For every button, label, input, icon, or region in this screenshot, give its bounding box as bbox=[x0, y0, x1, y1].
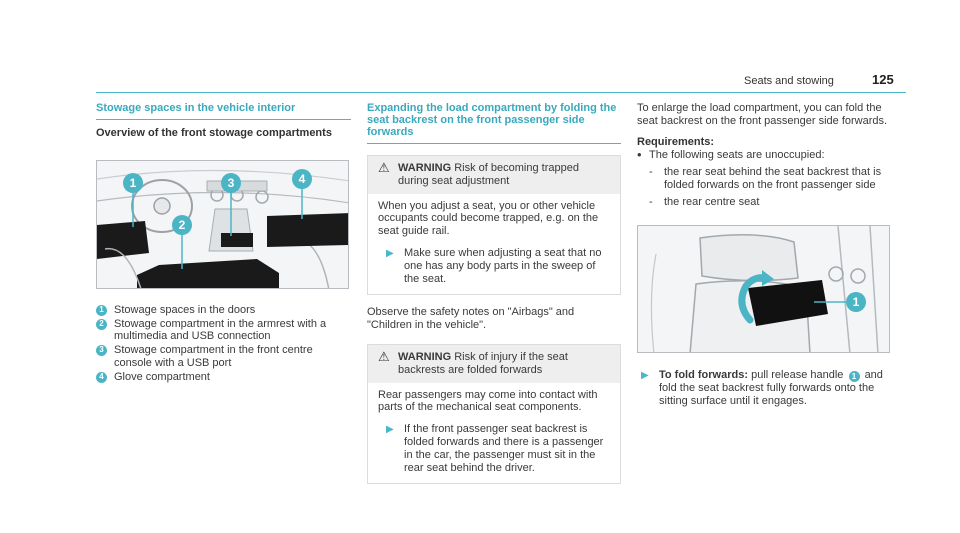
column-stowage: Stowage spaces in the vehicle interior O… bbox=[96, 102, 351, 385]
legend-item: 4 Glove compartment bbox=[96, 371, 351, 384]
running-header-section: Seats and stowing bbox=[744, 75, 834, 87]
action-pre: pull release handle bbox=[751, 368, 844, 381]
callout-1-label: 1 bbox=[130, 176, 137, 190]
sub-requirement-text: the rear centre seat bbox=[664, 195, 760, 208]
inline-callout-number: 1 bbox=[848, 371, 860, 383]
legend-item: 1 Stowage spaces in the doors bbox=[96, 304, 351, 317]
action-text: If the front passenger seat backrest is … bbox=[404, 423, 604, 474]
intro-text: To enlarge the load compartment, you can… bbox=[637, 102, 888, 127]
warning-box-trapped: ⚠ WARNING Risk of becoming trapped durin… bbox=[367, 155, 621, 296]
callout-1-marker bbox=[846, 291, 866, 312]
callout-legend: 1 Stowage spaces in the doors 2 Stowage … bbox=[96, 304, 351, 384]
warning-text: When you adjust a seat, you or other veh… bbox=[378, 199, 599, 238]
callout-3-label: 3 bbox=[228, 176, 235, 190]
page-number: 125 bbox=[872, 72, 894, 87]
warning-action: ▶ If the front passenger seat backrest i… bbox=[386, 423, 610, 474]
section-title: Stowage spaces in the vehicle interior bbox=[96, 102, 296, 114]
column-instructions: To enlarge the load compartment, you can… bbox=[637, 102, 891, 408]
warning-header: ⚠ WARNING Risk of becoming trapped durin… bbox=[368, 156, 620, 194]
callout-2-label: 2 bbox=[179, 218, 186, 232]
warning-action: ▶ Make sure when adjusting a seat that n… bbox=[386, 247, 610, 285]
action-arrow-icon: ▶ bbox=[641, 369, 649, 381]
sub-requirement-text: the rear seat behind the seat backrest t… bbox=[664, 166, 882, 191]
warning-label: WARNING bbox=[398, 162, 452, 174]
fold-action: ▶ To fold forwards: pull release handle … bbox=[641, 369, 891, 408]
requirement-text: The following seats are unoccupied: bbox=[649, 149, 825, 162]
warning-box-injury: ⚠ WARNING Risk of injury if the seat bac… bbox=[367, 343, 621, 485]
warning-body: When you adjust a seat, you or other veh… bbox=[368, 194, 620, 295]
callout-3-marker bbox=[221, 172, 241, 193]
fold-action-text: To fold forwards: pull release handle 1 … bbox=[659, 369, 891, 408]
legend-number: 1 bbox=[96, 304, 107, 316]
subsection-title: Overview of the front stowage compartmen… bbox=[96, 127, 332, 139]
title-rule bbox=[367, 143, 621, 144]
warning-header: ⚠ WARNING Risk of injury if the seat bac… bbox=[368, 344, 620, 383]
legend-text: Stowage spaces in the doors bbox=[114, 303, 256, 316]
legend-item: 2 Stowage compartment in the armrest wit… bbox=[96, 318, 351, 344]
requirements-label: Requirements: bbox=[637, 135, 715, 148]
callout-4-label: 4 bbox=[299, 172, 306, 186]
legend-text: Stowage compartment in the front centre … bbox=[114, 344, 313, 369]
action-arrow-icon: ▶ bbox=[386, 424, 394, 436]
warning-headline: Risk of becoming trapped during seat adj… bbox=[398, 162, 579, 187]
dash-icon: - bbox=[649, 195, 653, 208]
callout-2-marker bbox=[172, 214, 192, 235]
title-rule bbox=[96, 119, 351, 120]
legend-number: 2 bbox=[96, 318, 107, 330]
legend-item: 3 Stowage compartment in the front centr… bbox=[96, 344, 351, 370]
interior-figure: 1 2 3 4 bbox=[96, 159, 349, 289]
callout-1-label: 1 bbox=[853, 295, 860, 309]
legend-text: Stowage compartment in the armrest with … bbox=[114, 317, 327, 343]
action-text: Make sure when adjusting a seat that no … bbox=[404, 246, 602, 285]
callout-4-marker bbox=[292, 168, 312, 189]
seat-handle-figure: 1 bbox=[637, 224, 890, 353]
warning-triangle-icon: ⚠ bbox=[378, 160, 390, 175]
legend-text: Glove compartment bbox=[114, 370, 210, 383]
warning-triangle-icon: ⚠ bbox=[378, 348, 390, 364]
column-folding: Expanding the load compartment by foldin… bbox=[367, 102, 621, 485]
action-post: and fold the seat backrest fully forward… bbox=[659, 368, 883, 408]
dash-icon: - bbox=[649, 166, 653, 179]
section-title: Expanding the load compartment by foldin… bbox=[367, 102, 617, 138]
warning-headline: Risk of injury if the seat backrests are… bbox=[398, 350, 568, 376]
callout-1-marker bbox=[123, 172, 143, 193]
legend-number: 3 bbox=[96, 345, 107, 357]
action-arrow-icon: ▶ bbox=[386, 247, 394, 259]
legend-number: 4 bbox=[96, 371, 107, 383]
header-rule bbox=[96, 92, 906, 93]
requirement-item: • The following seats are unoccupied: bbox=[637, 147, 891, 163]
warning-label: WARNING bbox=[398, 350, 452, 363]
warning-text: Rear passengers may come into contact wi… bbox=[378, 388, 598, 414]
observe-note: Observe the safety notes on "Airbags" an… bbox=[367, 306, 575, 332]
bullet-icon: • bbox=[637, 147, 642, 163]
sub-requirement-item: - the rear centre seat bbox=[649, 196, 891, 209]
warning-body: Rear passengers may come into contact wi… bbox=[368, 383, 620, 484]
action-label: To fold forwards: bbox=[659, 368, 749, 381]
sub-requirement-item: - the rear seat behind the seat backrest… bbox=[649, 166, 891, 192]
